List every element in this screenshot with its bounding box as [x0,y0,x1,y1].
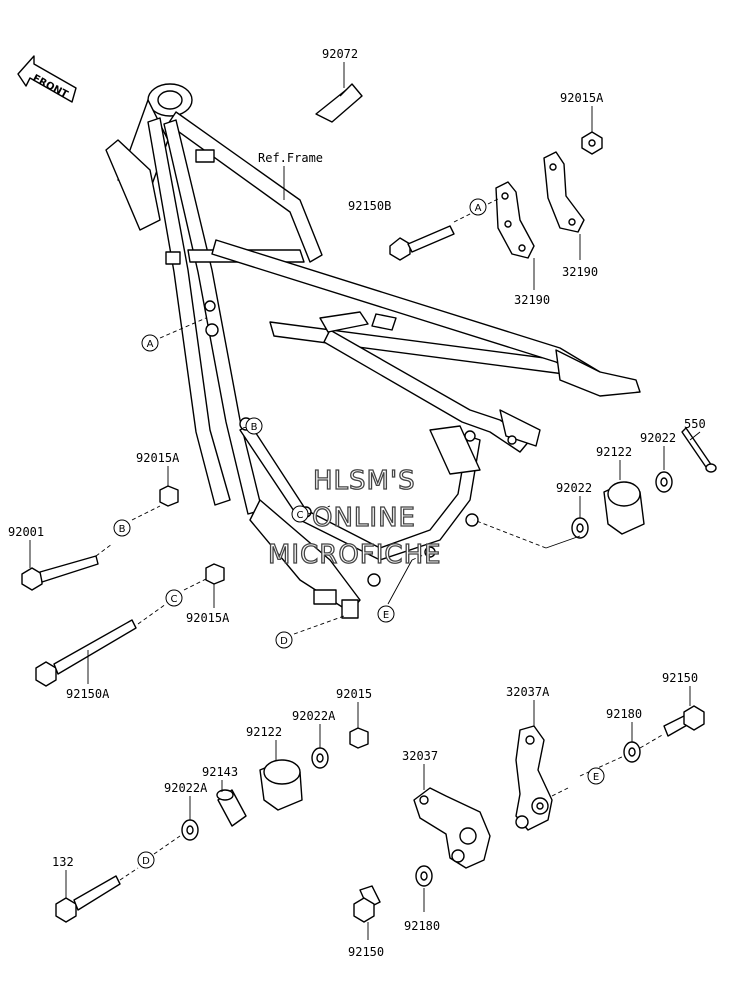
label-92150B: 92150B [348,199,391,213]
svg-text:E: E [593,772,599,783]
label-92143: 92143 [202,765,238,779]
callout-a-bracket: A [469,198,487,216]
svg-text:A: A [475,203,482,214]
washer-92022-right-b [571,517,589,539]
washer-92180-right [623,741,641,763]
bolt-92150B [389,225,455,261]
label-92001: 92001 [8,525,44,539]
bolt-92150A [35,619,137,687]
callout-d-frame: D [275,631,293,649]
washer-92022-right-a [655,471,673,493]
label-92015A-left: 92015A [136,451,180,465]
label-32190-a: 32190 [562,265,598,279]
motorcycle-frame-drawing [105,83,641,619]
label-92022A-left: 92022A [164,781,208,795]
svg-text:D: D [280,636,288,647]
label-92022A-top: 92022A [292,709,336,723]
watermark: HLSM'S ONLINE MICROFICHE [267,465,442,570]
leader-lines [29,62,701,940]
label-92015A-mid: 92015A [186,611,230,625]
label-92150-bottom: 92150 [348,945,384,959]
label-132: 132 [52,855,74,869]
label-92122-right: 92122 [596,445,632,459]
svg-text:B: B [251,422,258,433]
label-32190-b: 32190 [514,293,550,307]
callout-a-frame: A [141,334,159,352]
label-92150-right: 92150 [662,671,698,685]
callout-b-frame: B [245,417,263,435]
label-92015: 92015 [336,687,372,701]
bolt-92150-bottom [353,885,381,923]
watermark-line2: ONLINE [312,503,416,533]
svg-text:C: C [171,594,178,605]
collar-92122-right [603,481,645,535]
collar-92122-bottom [259,759,303,811]
watermark-line1: HLSM'S [313,466,416,496]
bracket-32037 [413,787,491,869]
nut-92015-bottom [349,727,369,749]
label-92015A-top: 92015A [560,91,604,105]
svg-text:D: D [142,856,150,867]
front-arrow-icon: FRONT [17,55,77,103]
svg-text:E: E [383,610,389,621]
washer-92022A-top [311,747,329,769]
nut-92015A-mid [205,563,225,585]
clamp-92072 [315,83,363,123]
label-92022-b: 92022 [556,481,592,495]
bolt-92150-right [663,705,705,737]
label-550: 550 [684,417,706,431]
svg-text:B: B [119,524,126,535]
nut-92015A-top [581,131,603,155]
svg-text:A: A [147,339,154,350]
callout-e-bracket: E [587,767,605,785]
label-92122-bottom: 92122 [246,725,282,739]
sleeve-92143 [216,789,247,827]
label-92180-bottom: 92180 [404,919,440,933]
label-92072: 92072 [322,47,358,61]
bracket-32037A [515,725,553,831]
label-92180-right: 92180 [606,707,642,721]
callout-d-bolt: D [137,851,155,869]
washer-92022A-left [181,819,199,841]
label-32037: 32037 [402,749,438,763]
label-32037A: 32037A [506,685,550,699]
bracket-32190-rear [543,151,585,233]
callout-b-bolt: B [113,519,131,537]
nut-92015A-left [159,485,179,507]
pin-550 [681,427,717,473]
label-ref-frame: Ref.Frame [258,151,323,165]
callout-e-frame: E [377,605,395,623]
watermark-line3: MICROFICHE [268,540,442,570]
svg-text:C: C [297,510,304,521]
part-labels: 92072 Ref.Frame 92015A 92150B 32190 3219… [8,47,706,959]
label-92022-a: 92022 [640,431,676,445]
bracket-32190-front [495,181,535,259]
washer-92180-bottom [415,865,433,887]
callout-c-bolt: C [165,589,183,607]
label-92150A: 92150A [66,687,110,701]
callout-c-frame: C [291,505,309,523]
bolt-92001 [21,555,99,591]
